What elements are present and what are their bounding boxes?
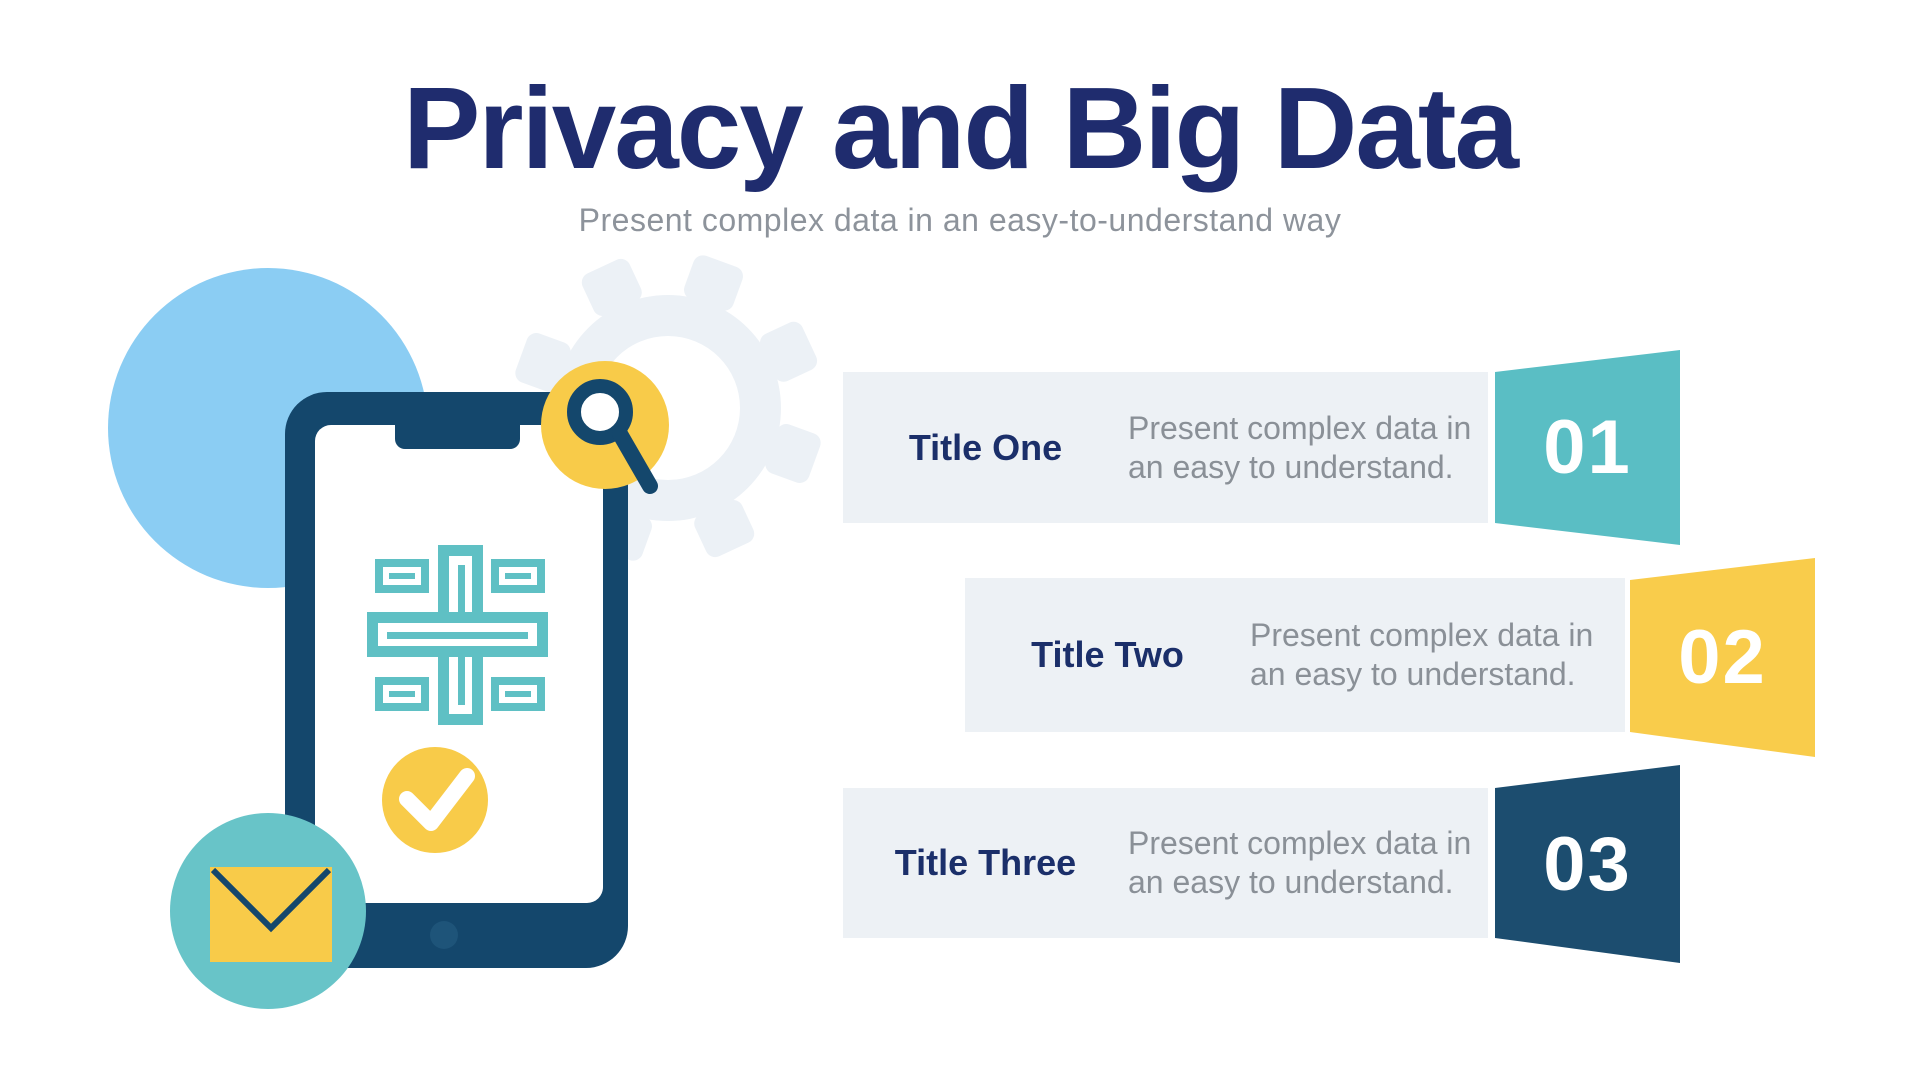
list-item-1: Title One Present complex data in an eas… bbox=[843, 372, 1488, 523]
row-2-number-badge: 02 bbox=[1630, 558, 1815, 757]
row-3-description: Present complex data in an easy to under… bbox=[1128, 824, 1488, 902]
row-3-number: 03 bbox=[1543, 821, 1632, 907]
data-cross-icon bbox=[367, 545, 548, 725]
row-1-description: Present complex data in an easy to under… bbox=[1128, 409, 1488, 487]
page-subtitle: Present complex data in an easy-to-under… bbox=[578, 202, 1342, 238]
row-3-title: Title Three bbox=[894, 842, 1077, 883]
privacy-illustration bbox=[108, 255, 821, 1009]
list-item-2: Title Two Present complex data in an eas… bbox=[965, 578, 1625, 732]
row-2-title: Title Two bbox=[1031, 634, 1184, 675]
envelope-icon bbox=[170, 813, 366, 1009]
page-title: Privacy and Big Data bbox=[403, 63, 1519, 193]
row-2-description: Present complex data in an easy to under… bbox=[1250, 616, 1625, 694]
row-3-number-badge: 03 bbox=[1495, 765, 1680, 963]
row-1-number: 01 bbox=[1543, 405, 1632, 490]
row-2-desc-line-1: Present complex data in bbox=[1250, 617, 1594, 653]
search-icon bbox=[541, 361, 669, 494]
row-1-title: Title One bbox=[908, 426, 1063, 468]
row-1-number-badge: 01 bbox=[1495, 350, 1680, 545]
row-1-desc-line-2: an easy to understand. bbox=[1128, 448, 1454, 485]
checkmark-icon bbox=[382, 747, 488, 853]
list-item-3: Title Three Present complex data in an e… bbox=[843, 788, 1488, 938]
row-3-desc-line-1: Present complex data in bbox=[1128, 825, 1472, 861]
row-2-number: 02 bbox=[1678, 615, 1767, 700]
row-3-desc-line-2: an easy to understand. bbox=[1128, 864, 1454, 900]
row-1-desc-line-1: Present complex data in bbox=[1128, 409, 1472, 446]
row-2-desc-line-2: an easy to understand. bbox=[1250, 656, 1576, 692]
home-button bbox=[430, 921, 458, 949]
